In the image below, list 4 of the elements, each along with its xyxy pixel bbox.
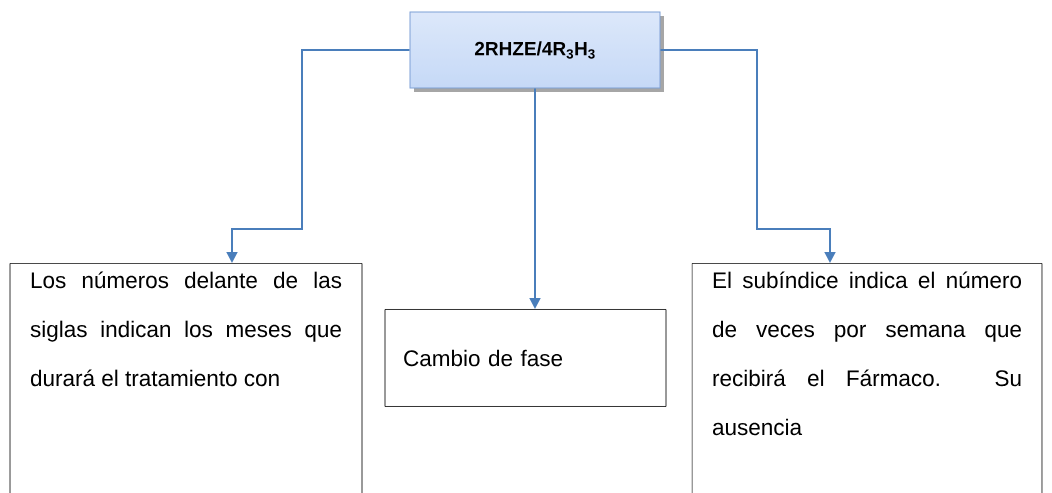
text-box: El subíndice indica el número de veces por semana que recibirá el Fármaco. Su ausencia bbox=[691, 263, 1043, 493]
title-box: 2RHZE/4R$_{3}$H$_{3}$ bbox=[409, 11, 661, 89]
text-box: Cambio de fase bbox=[384, 309, 667, 407]
text-box: Los números delante de las siglas indican los meses que durará el tratamiento con bbox=[9, 263, 363, 493]
